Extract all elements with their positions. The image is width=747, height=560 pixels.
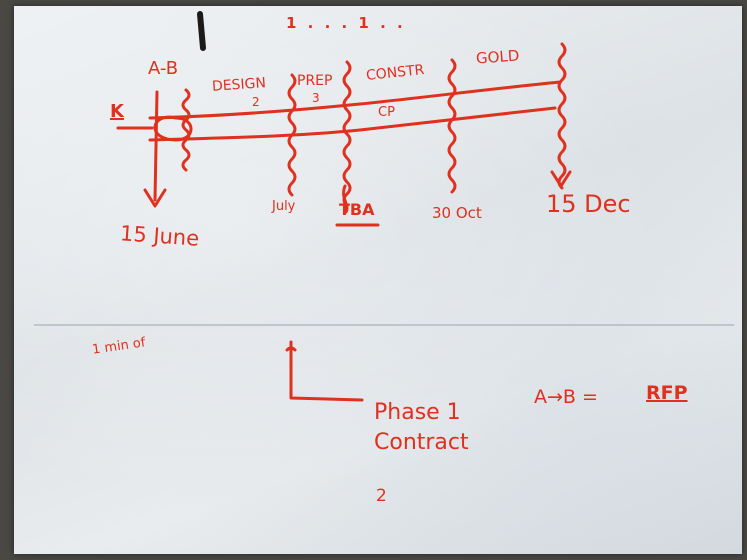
prep-divider (342, 60, 352, 208)
date-gold-end: 15 Dec (546, 190, 631, 218)
start-arrowhead (143, 188, 167, 208)
prep-arrow-tail (342, 184, 349, 214)
date-design-end: July (272, 199, 296, 214)
phase-prep-label: PREP (297, 73, 333, 89)
napkin-fold (34, 324, 734, 326)
ab-label: A→B = (534, 386, 598, 408)
timeline-bottom-line (148, 106, 557, 142)
timeline-start-loop (153, 115, 193, 142)
phase-note-line3: 2 (376, 486, 387, 506)
gold-arrowhead (550, 170, 572, 188)
marker-mark (197, 11, 206, 51)
start-divider (153, 90, 159, 202)
phase-note-line1: Phase 1 (374, 400, 461, 425)
phase-design-num: 2 (252, 95, 260, 109)
phase-design-label: DESIGN (211, 75, 267, 95)
date-prep-end: TBA (339, 200, 375, 219)
phase-start-label: A-B (148, 58, 179, 79)
construction-divider (447, 58, 457, 194)
timeline-top-line (148, 80, 562, 120)
gold-divider (557, 42, 567, 190)
phase-note-line2: Contract (374, 430, 469, 455)
design-divider (287, 73, 297, 197)
napkin (14, 6, 742, 554)
top-ticks: 1 . . . 1 . . (286, 14, 406, 32)
rfp-label: RFP (646, 382, 688, 404)
phase-construction-sub: CP (378, 105, 395, 120)
phase-bracket (289, 340, 364, 402)
phase-prep-num: 3 (312, 91, 320, 105)
phase-gold-label: GOLD (475, 46, 520, 68)
phase-bracket-top (285, 346, 297, 352)
start-wiggle (181, 88, 191, 172)
date-construction-end: 30 Oct (432, 204, 482, 222)
date-start: 15 June (119, 221, 200, 251)
timeline-k-label: K (110, 101, 124, 122)
